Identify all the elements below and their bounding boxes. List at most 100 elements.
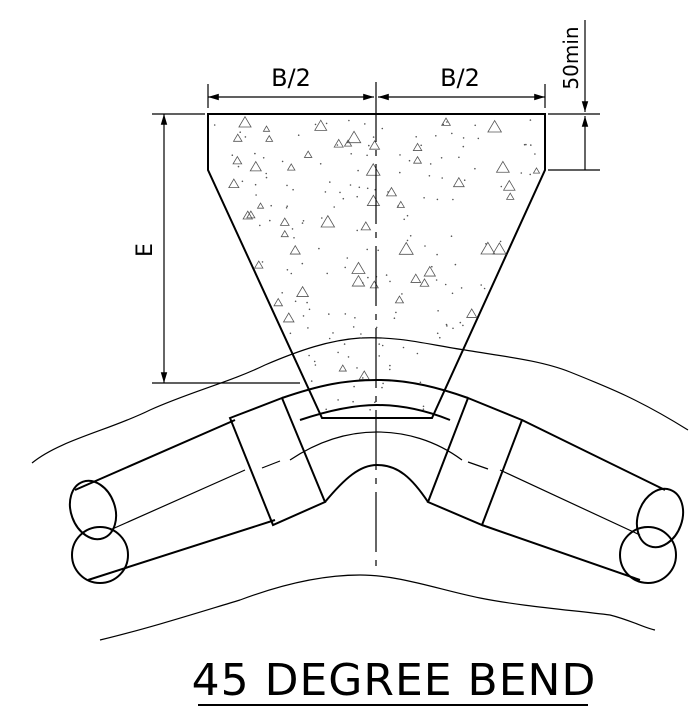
- aggregate-dot: [339, 191, 341, 194]
- aggregate-dot: [344, 266, 347, 269]
- aggregate-dot: [255, 194, 257, 196]
- aggregate-dot: [318, 247, 320, 250]
- aggregate-dot: [213, 124, 216, 126]
- aggregate-triangle: [532, 167, 541, 174]
- aggregate-dot: [452, 327, 454, 330]
- aggregate-triangle: [320, 214, 336, 228]
- aggregate-dot: [254, 152, 256, 155]
- aggregate-dot: [529, 173, 531, 176]
- aggregate-dot: [302, 220, 305, 222]
- aggregate-triangle: [280, 229, 289, 238]
- label-min-cover: 50min: [559, 26, 583, 89]
- aggregate-dot: [254, 183, 257, 186]
- aggregate-triangle: [412, 142, 423, 151]
- aggregate-dot: [440, 157, 443, 159]
- aggregate-triangle: [265, 134, 274, 142]
- aggregate-dot: [262, 157, 265, 159]
- collar-left-tick: [261, 460, 281, 469]
- aggregate-dot: [352, 400, 354, 403]
- ground-line-lower: [99, 574, 656, 641]
- aggregate-dot: [261, 261, 264, 263]
- drawing-title: 45 DEGREE BEND: [192, 655, 597, 706]
- aggregate-dot: [337, 399, 339, 401]
- aggregate-dot: [462, 324, 464, 327]
- aggregate-dot: [462, 145, 465, 148]
- aggregate-triangle: [368, 140, 381, 150]
- aggregate-dot: [500, 185, 503, 188]
- aggregate-dot: [241, 180, 244, 183]
- aggregate-dot: [499, 240, 502, 243]
- aggregate-dot: [429, 163, 432, 165]
- aggregate-dot: [286, 184, 288, 187]
- aggregate-dot: [409, 235, 412, 237]
- aggregate-triangle: [314, 119, 328, 131]
- aggregate-triangle: [253, 260, 264, 269]
- aggregate-triangle: [365, 162, 381, 176]
- aggregate-dot: [332, 332, 334, 334]
- aggregate-triangle: [296, 285, 310, 297]
- aggregate-dot: [325, 408, 328, 411]
- aggregate-triangle: [238, 115, 252, 128]
- aggregate-dot: [333, 206, 336, 208]
- aggregate-dot: [369, 409, 371, 411]
- aggregate-dot: [366, 187, 369, 190]
- aggregate-dot: [356, 195, 359, 198]
- aggregate-dot: [265, 172, 268, 175]
- aggregate-dot: [239, 131, 241, 133]
- ground-line-upper: [31, 337, 689, 464]
- aggregate-dot: [406, 214, 409, 217]
- aggregate-dot: [480, 284, 483, 286]
- aggregate-dot: [291, 228, 294, 230]
- aggregate-dot: [385, 274, 388, 276]
- aggregate-dot: [401, 293, 403, 295]
- aggregate-dot: [439, 336, 441, 339]
- aggregate-dot: [459, 321, 462, 324]
- pipe-right-segment: [481, 419, 666, 581]
- aggregate-dot: [314, 364, 317, 366]
- label-depth: E: [133, 243, 158, 257]
- aggregate-dot: [269, 219, 271, 222]
- aggregate-dot: [436, 332, 439, 335]
- aggregate-triangle: [492, 242, 507, 255]
- aggregate-dot: [403, 218, 406, 221]
- aggregate-triangle: [273, 297, 284, 307]
- aggregate-dot: [382, 382, 384, 385]
- aggregate-dot: [336, 144, 339, 146]
- aggregate-dot: [349, 184, 352, 186]
- aggregate-triangle: [385, 186, 398, 197]
- aggregate-dot: [270, 204, 273, 207]
- aggregate-dot: [357, 169, 359, 172]
- aggregate-dot: [297, 134, 300, 136]
- aggregate-triangle: [346, 130, 362, 144]
- aggregate-triangle: [262, 125, 271, 132]
- label-half-b-left: B/2: [271, 64, 311, 92]
- aggregate-triangle: [338, 364, 348, 372]
- aggregate-dot: [310, 380, 313, 382]
- aggregate-dot: [452, 198, 454, 201]
- aggregate-dot: [356, 229, 359, 232]
- aggregate-dot: [290, 272, 293, 275]
- aggregate-triangle: [466, 308, 478, 318]
- pipe-left-end-lower: [71, 526, 129, 584]
- aggregate-dot: [337, 351, 339, 354]
- aggregate-dot: [281, 292, 284, 294]
- aggregate-dot: [451, 292, 454, 295]
- pipe-left-segment: [74, 419, 276, 581]
- aggregate-triangle: [410, 273, 422, 283]
- concrete-thrust-block: [207, 113, 546, 419]
- aggregate-dot: [259, 224, 261, 227]
- aggregate-dot: [372, 136, 375, 138]
- aggregate-dot: [353, 385, 355, 388]
- aggregate-dot: [460, 287, 463, 289]
- aggregate-triangle: [505, 192, 515, 200]
- aggregate-dot: [463, 179, 466, 181]
- aggregate-dot: [445, 323, 448, 326]
- aggregate-dot: [520, 172, 523, 174]
- aggregate-dot: [292, 188, 294, 191]
- aggregate-dot: [435, 279, 438, 281]
- aggregate-dot: [328, 337, 331, 340]
- aggregate-triangle: [394, 295, 405, 304]
- aggregate-triangle: [480, 241, 496, 255]
- aggregate-dot: [329, 181, 331, 183]
